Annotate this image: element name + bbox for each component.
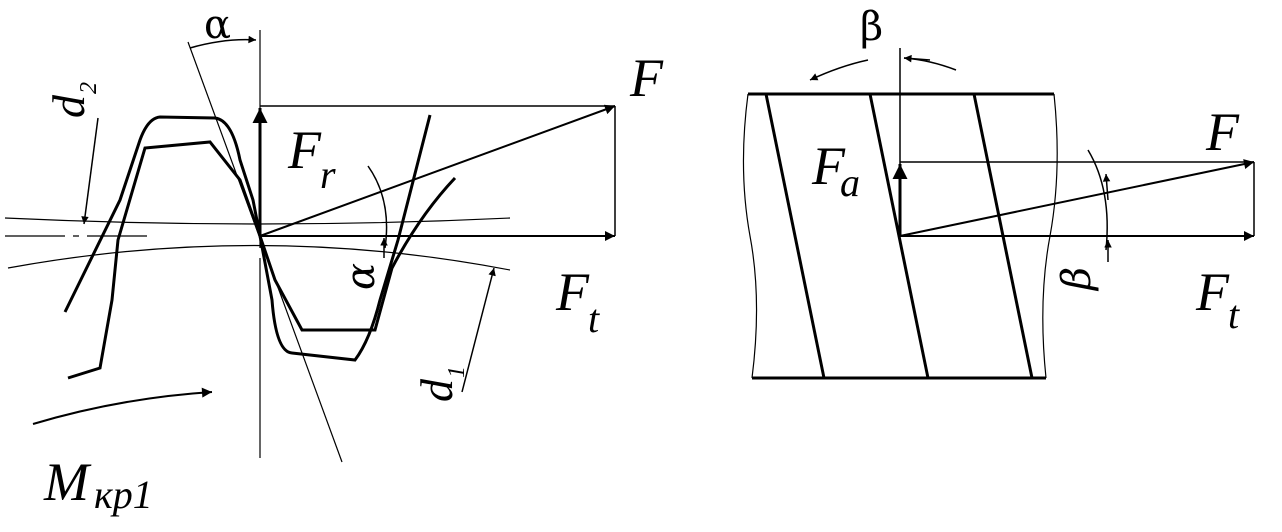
torque-arrow — [32, 387, 213, 425]
force-axial-label: F — [811, 136, 846, 196]
d1-subscript: 1 — [444, 366, 470, 378]
force-total-arrow-right — [899, 159, 1255, 237]
force-radial-subscript: r — [320, 152, 336, 197]
alpha-top-arc — [189, 35, 257, 49]
d1-label: d — [411, 378, 462, 402]
force-total-arrow — [259, 104, 616, 237]
beta-top-arrow-right — [903, 54, 931, 63]
force-axial-subscript: a — [840, 160, 860, 205]
right-diagram — [742, 48, 1255, 380]
d1-label-group: d 1 — [411, 366, 470, 402]
force-radial-label: F — [287, 120, 322, 180]
d2-label: d — [43, 94, 94, 118]
force-total-label: F — [629, 48, 664, 108]
torque-label: M — [43, 452, 92, 512]
force-tangential-subscript: t — [588, 296, 600, 341]
force-total-label-right: F — [1205, 102, 1240, 162]
beta-mid-arrow-up — [1102, 173, 1111, 201]
torque-subscript: кр1 — [94, 472, 153, 517]
left-diagram — [4, 30, 616, 463]
beta-top-label: β — [860, 4, 883, 50]
gear-tooth-inner — [67, 140, 457, 380]
beta-mid-arc — [1087, 149, 1108, 251]
alpha-top-label: α — [204, 2, 231, 48]
d1-leader — [461, 267, 496, 393]
left-labels: α F F r F t α d 2 d 1 M кр1 — [43, 2, 664, 517]
break-line-left — [742, 93, 758, 379]
force-tangential-label: F — [555, 262, 590, 322]
helix-line-1 — [764, 93, 826, 379]
force-tangential-label-right: F — [1195, 262, 1230, 322]
pitch-circle-lower — [7, 244, 511, 271]
d2-subscript: 2 — [76, 82, 102, 94]
alpha-mid-label: α — [338, 263, 384, 290]
d2-label-group: d 2 — [43, 82, 102, 118]
force-tangential-subscript-right: t — [1228, 292, 1240, 337]
beta-top-arc-left — [809, 59, 869, 81]
d2-leader — [81, 117, 99, 225]
gear-tooth-outer — [63, 114, 432, 362]
right-labels: β F F a F t β — [811, 4, 1240, 337]
beta-mid-label: β — [1054, 267, 1100, 292]
